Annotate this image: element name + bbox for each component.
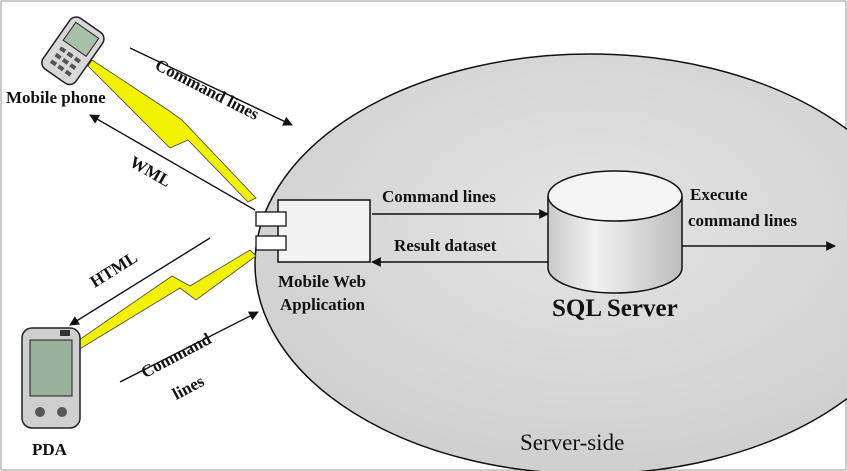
label-execute-1: Execute: [690, 185, 748, 204]
arrow-command-lines-phone: [129, 47, 293, 126]
arrow-html: [69, 237, 211, 326]
label-execute-2: command lines: [688, 211, 798, 230]
label-pda: PDA: [32, 440, 67, 459]
database-cylinder-icon: [547, 170, 683, 294]
arrow-command-lines-pda: [119, 311, 259, 383]
arrow-wml: [89, 114, 256, 211]
label-server-side: Server-side: [520, 430, 625, 455]
label-mobile-phone: Mobile phone: [6, 88, 106, 107]
mobile-phone-icon: [41, 16, 105, 86]
component-icon: [255, 199, 371, 263]
label-app-line-2: Application: [280, 295, 366, 314]
label-command-lines-mid: Command lines: [382, 187, 496, 206]
pda-icon: [21, 327, 81, 429]
label-app-line-1: Mobile Web: [278, 272, 366, 291]
label-sql-server: SQL Server: [552, 295, 678, 322]
label-result-dataset: Result dataset: [394, 236, 497, 255]
lightning-bolt-icon: [87, 59, 257, 203]
